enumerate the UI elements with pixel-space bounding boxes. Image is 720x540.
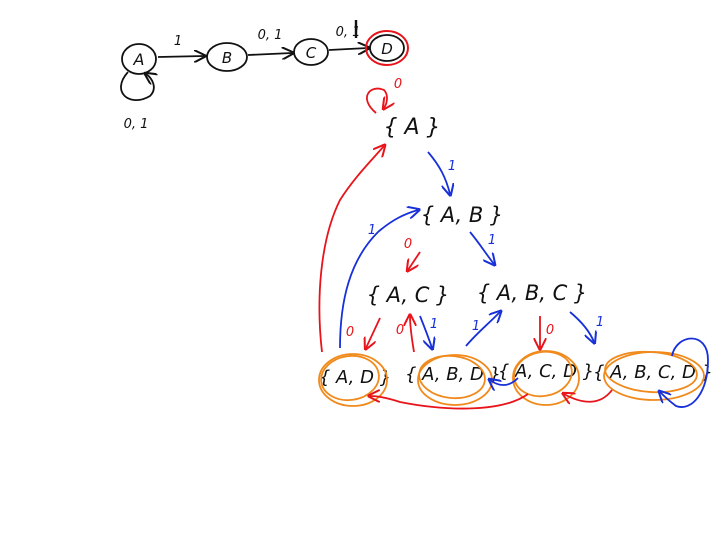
accepting-ring-acd-inner bbox=[513, 350, 573, 398]
dfa-edge-a-ab: 1 bbox=[427, 151, 456, 194]
nfa-state-d-label: D bbox=[381, 40, 393, 58]
dfa-state-abc: { A, B, C } bbox=[477, 281, 588, 305]
nfa-state-a-label: A bbox=[133, 50, 145, 69]
dfa-state-a: { A } bbox=[383, 115, 440, 140]
dfa-edge-abc-abcd: 1 bbox=[569, 311, 604, 342]
dfa-state-ab: { A, B } bbox=[421, 203, 504, 227]
dfa-edge-abd-ac-label: 0 bbox=[396, 323, 404, 338]
dfa-edge-abc-acd-label: 0 bbox=[546, 323, 554, 338]
accepting-ring-abd-inner bbox=[418, 354, 486, 400]
dfa-edge-ac-ad: 0 bbox=[346, 317, 381, 348]
dfa-edge-ad-a bbox=[318, 146, 384, 353]
dfa-edge-abd-abc: 1 bbox=[465, 312, 500, 347]
dfa-edge-ab-abc: 1 bbox=[469, 231, 496, 264]
dfa-edge-acd-ad bbox=[370, 394, 529, 410]
nfa-state-b-label: B bbox=[222, 49, 232, 67]
dfa-state-abcd: { A, B, C, D } bbox=[593, 362, 713, 383]
dfa-diagram: 0 { A } { A, B } { A, C } { A, B, C } { … bbox=[318, 77, 713, 410]
dfa-edge-ac-abd: 1 bbox=[419, 315, 438, 348]
dfa-edge-abc-abcd-label: 1 bbox=[596, 315, 604, 330]
nfa-diagram: A 0, 1 1 B 0, 1 C 0, 1 bbox=[120, 20, 409, 132]
accepting-ring-ad bbox=[318, 353, 388, 407]
dfa-self-loop-a-label: 0 bbox=[394, 77, 402, 92]
nfa-self-loop-label: 0, 1 bbox=[124, 117, 149, 132]
nfa-state-d: D bbox=[365, 30, 409, 66]
nfa-state-c: C bbox=[293, 38, 329, 66]
dfa-edge-ab-abc-label: 1 bbox=[488, 233, 496, 248]
dfa-edge-abd-ac: 0 bbox=[396, 316, 414, 353]
dfa-edge-ad-ab: 1 bbox=[339, 210, 418, 349]
dfa-state-ad: { A, D } bbox=[319, 367, 391, 388]
dfa-edge-acd-abd bbox=[490, 378, 519, 385]
nfa-self-loop-a: 0, 1 bbox=[120, 72, 154, 132]
nfa-edge-b-c-label: 0, 1 bbox=[258, 28, 283, 43]
nfa-state-c-label: C bbox=[306, 44, 317, 62]
nfa-edge-c-d: 0, 1 bbox=[328, 20, 368, 50]
dfa-edge-abcd-acd bbox=[564, 389, 613, 402]
nfa-state-b: B bbox=[206, 42, 248, 72]
dfa-edge-ab-ac: 0 bbox=[404, 237, 421, 270]
dfa-state-abd: { A, B, D } bbox=[405, 364, 501, 385]
nfa-edge-a-b: 1 bbox=[157, 34, 204, 57]
dfa-self-loop-abcd bbox=[660, 337, 709, 408]
nfa-edge-a-b-label: 1 bbox=[174, 34, 182, 49]
nfa-state-a: A bbox=[121, 43, 157, 75]
dfa-edge-abd-abc-label: 1 bbox=[472, 319, 480, 334]
dfa-edge-ab-ac-label: 0 bbox=[404, 237, 412, 252]
accepting-ring-ad-inner bbox=[320, 354, 380, 402]
dfa-edge-ac-abd-label: 1 bbox=[430, 317, 438, 332]
dfa-edge-ac-ad-label: 0 bbox=[346, 325, 354, 340]
nfa-edge-c-d-label: 0, 1 bbox=[336, 25, 361, 40]
nfa-edge-b-c: 0, 1 bbox=[247, 28, 292, 55]
accepting-ring-abcd-inner bbox=[604, 350, 698, 394]
dfa-edge-a-ab-label: 1 bbox=[448, 159, 456, 174]
dfa-edge-ad-ab-label: 1 bbox=[368, 223, 376, 238]
dfa-state-ac: { A, C } bbox=[367, 283, 450, 307]
dfa-edge-abc-acd: 0 bbox=[540, 316, 554, 348]
dfa-self-loop-a: 0 bbox=[366, 77, 402, 114]
